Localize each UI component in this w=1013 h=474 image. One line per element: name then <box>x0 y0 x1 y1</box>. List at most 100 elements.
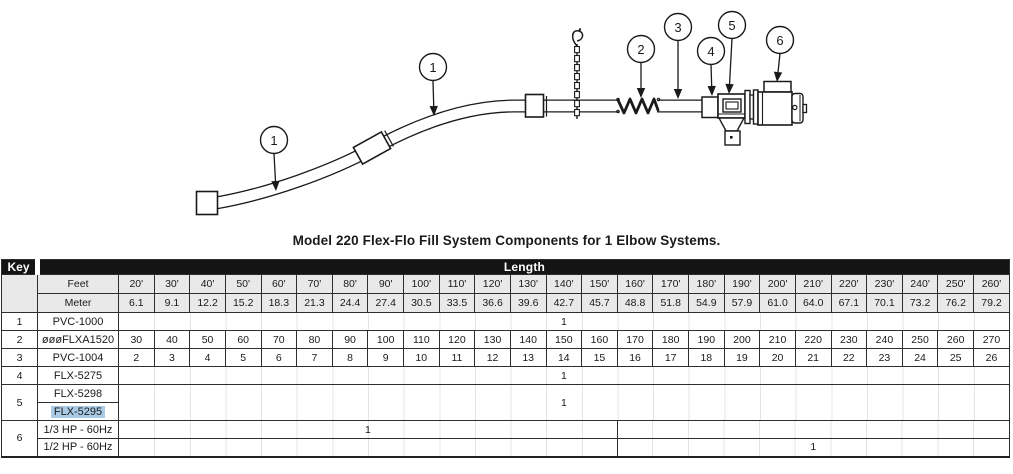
callout-number: 2 <box>637 42 644 57</box>
callout-arrow-icon <box>429 105 438 116</box>
length-col-header: 190' <box>723 274 761 294</box>
hanger-chain <box>571 28 584 119</box>
meter-value: 33.5 <box>438 293 476 313</box>
meter-value: 57.9 <box>723 293 761 313</box>
callout-1: 1 <box>418 52 448 116</box>
meter-value: 9.1 <box>153 293 191 313</box>
qty-cell: 4 <box>189 348 226 367</box>
callout-number: 4 <box>707 44 714 59</box>
length-col-header: 210' <box>794 274 832 294</box>
meter-value: 48.8 <box>616 293 654 313</box>
length-col-header: 110' <box>438 274 476 294</box>
qty-cell: 16 <box>616 348 654 367</box>
length-col-header: 150' <box>581 274 618 294</box>
callout-5: 5 <box>717 10 747 94</box>
selected-part-number[interactable]: FLX-5295 <box>50 405 106 418</box>
callout-number: 3 <box>674 20 681 35</box>
part-number-cell: PVC-1000 <box>37 312 119 331</box>
part-number-cell: øøøFLXA1520 <box>37 330 119 349</box>
meter-value: 42.7 <box>545 293 583 313</box>
meter-value: 12.2 <box>189 293 226 313</box>
length-col-header: 170' <box>652 274 689 294</box>
qty-cell: 270 <box>973 330 1010 349</box>
callout-1: 1 <box>259 125 289 191</box>
qty-cell: 1 <box>118 312 1010 331</box>
length-col-header: 260' <box>973 274 1010 294</box>
meter-value: 15.2 <box>224 293 262 313</box>
length-col-header: 120' <box>474 274 511 294</box>
qty-cell: 1 <box>616 438 1010 457</box>
qty-cell: 210 <box>759 330 796 349</box>
qty-cell: 200 <box>723 330 761 349</box>
callout-arrow-icon <box>773 71 783 82</box>
qty-cell: 130 <box>474 330 511 349</box>
meter-value: 45.7 <box>581 293 618 313</box>
length-col-header: 140' <box>545 274 583 294</box>
length-col-header: 50' <box>224 274 262 294</box>
length-col-header: 60' <box>260 274 298 294</box>
callout-number: 6 <box>776 33 783 48</box>
qty-cell: 20 <box>759 348 796 367</box>
qty-cell: 120 <box>438 330 476 349</box>
callout-3: 3 <box>663 12 693 99</box>
qty-cell: 160 <box>581 330 618 349</box>
length-col-header: 250' <box>937 274 974 294</box>
part-number-cell: 1/2 HP - 60Hz <box>37 438 119 457</box>
length-header: Length <box>37 259 1010 275</box>
power-unit <box>701 80 808 146</box>
callout-balloons: 1 1 2 3 45 6 <box>259 10 795 191</box>
qty-cell: 50 <box>189 330 226 349</box>
qty-cell: 220 <box>794 330 832 349</box>
meter-value: 76.2 <box>937 293 974 313</box>
qty-cell: 250 <box>901 330 939 349</box>
part-number-cell: PVC-1004 <box>37 348 119 367</box>
part-number-cell: 1/3 HP - 60Hz <box>37 420 119 439</box>
length-col-header: 100' <box>403 274 440 294</box>
qty-cell: 110 <box>403 330 440 349</box>
qty-cell: 100 <box>367 330 404 349</box>
component-diagram: 1 1 2 3 45 6 <box>195 10 808 216</box>
qty-cell <box>616 420 1010 439</box>
length-col-header: 40' <box>189 274 226 294</box>
qty-cell: 1 <box>118 420 618 439</box>
qty-cell: 230 <box>830 330 868 349</box>
meter-value: 79.2 <box>973 293 1010 313</box>
meter-value: 54.9 <box>688 293 725 313</box>
qty-cell: 70 <box>260 330 298 349</box>
length-col-header: 130' <box>509 274 547 294</box>
callout-arrow-icon <box>271 180 280 191</box>
length-col-header: 220' <box>830 274 868 294</box>
key-cell: 2 <box>1 330 38 349</box>
mount-flange <box>744 89 759 125</box>
qty-cell: 23 <box>866 348 903 367</box>
meter-value: 36.6 <box>474 293 511 313</box>
motor-terminal-box <box>763 80 792 93</box>
callout-arrow-icon <box>707 85 716 96</box>
qty-cell: 8 <box>331 348 369 367</box>
chain-hook-icon <box>571 29 584 47</box>
auger-spring <box>616 97 661 115</box>
qty-cell: 9 <box>367 348 404 367</box>
tube-end-cap <box>195 190 219 216</box>
key-cell: 5 <box>1 384 38 421</box>
length-col-header: 160' <box>616 274 654 294</box>
qty-cell: 21 <box>794 348 832 367</box>
qty-cell: 90 <box>331 330 369 349</box>
qty-cell: 17 <box>652 348 689 367</box>
qty-cell: 6 <box>260 348 298 367</box>
qty-cell: 180 <box>652 330 689 349</box>
qty-cell: 30 <box>118 330 155 349</box>
qty-cell: 140 <box>509 330 547 349</box>
qty-cell: 11 <box>438 348 476 367</box>
tube-coupler-horizontal <box>524 93 548 118</box>
meter-value: 6.1 <box>118 293 155 313</box>
length-col-header: 90' <box>367 274 404 294</box>
meter-value: 64.0 <box>794 293 832 313</box>
length-col-header: 240' <box>901 274 939 294</box>
qty-cell: 25 <box>937 348 974 367</box>
qty-cell: 14 <box>545 348 583 367</box>
meter-value: 18.3 <box>260 293 298 313</box>
qty-cell: 7 <box>296 348 333 367</box>
qty-cell: 19 <box>723 348 761 367</box>
